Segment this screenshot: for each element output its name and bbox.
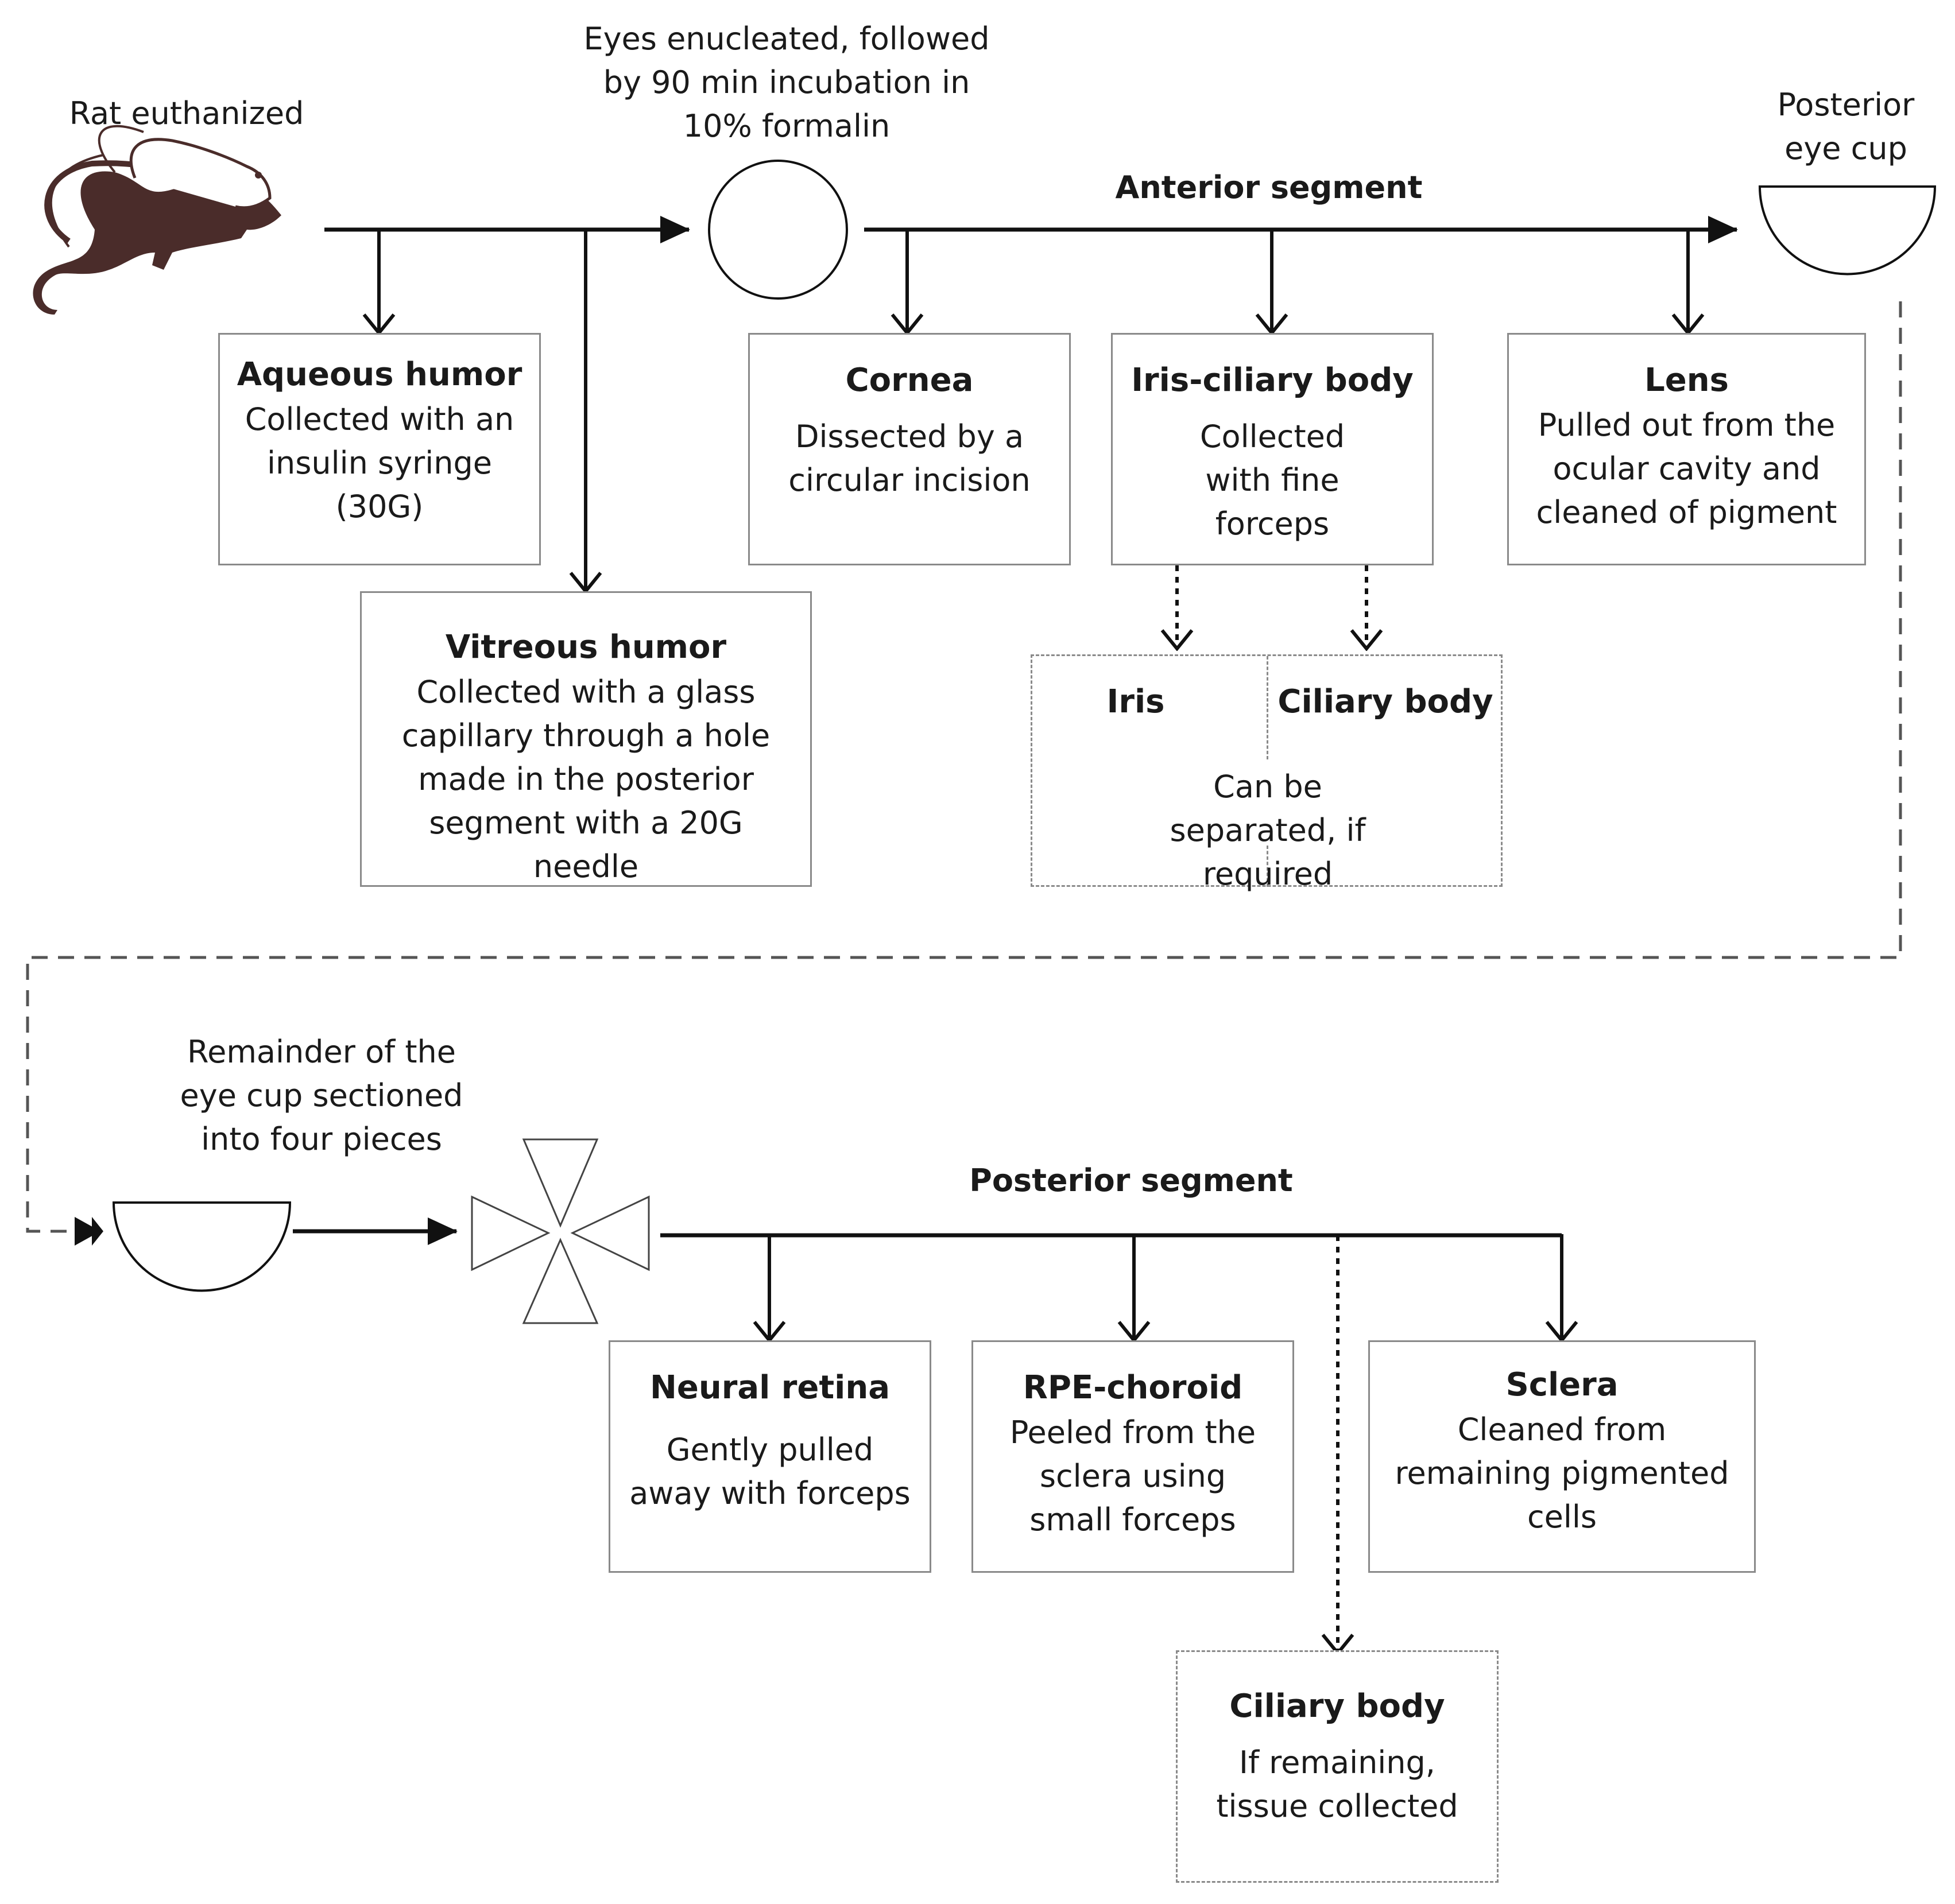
box-body: Collected with an insulin syringe (30G) [245, 401, 514, 525]
box-body: Cleaned from remaining pigmented cells [1395, 1411, 1729, 1535]
separation-divider-bottom [1267, 846, 1268, 887]
box-body: Dissected by a circular incision [788, 418, 1031, 498]
separation-box: Iris Ciliary body Can be separated, if r… [1031, 654, 1503, 892]
box-body: Peeled from the sclera using small force… [1009, 1414, 1256, 1538]
eye-icon [708, 160, 848, 300]
ciliary-body-title: Ciliary body [1277, 683, 1493, 720]
box-title: RPE-choroid [1023, 1369, 1243, 1406]
box-title: Sclera [1505, 1366, 1619, 1403]
box-body: Collected with fine forceps [1199, 418, 1345, 542]
rat-illustration [33, 125, 282, 315]
box-title: Neural retina [649, 1369, 891, 1406]
ciliary-body-remaining-box: Ciliary body If remaining, tissue collec… [1176, 1650, 1499, 1883]
box-title: Ciliary body [1229, 1688, 1445, 1725]
box-body: Collected with a glass capillary through… [401, 674, 771, 885]
sclera-box: Sclera Cleaned from remaining pigmented … [1368, 1340, 1756, 1573]
rat-label: Rat euthanized [69, 95, 304, 131]
iris-ciliary-box: Iris-ciliary body Collected with fine fo… [1111, 333, 1434, 565]
cornea-box: Cornea Dissected by a circular incision [748, 333, 1071, 565]
eye-cup-icon [112, 1201, 292, 1292]
box-title: Aqueous humor [237, 356, 522, 393]
box-body: If remaining, tissue collected [1216, 1744, 1458, 1824]
dashed-connector [26, 301, 1902, 1233]
box-title: Cornea [845, 362, 974, 399]
posterior-segment-title: Posterior segment [969, 1162, 1293, 1199]
box-title: Vitreous humor [445, 629, 727, 666]
eyes-label: Eyes enucleated, followed by 90 min incu… [583, 21, 990, 144]
box-body: Pulled out from the ocular cavity and cl… [1536, 407, 1837, 530]
box-title: Lens [1644, 362, 1729, 399]
vitreous-humor-box: Vitreous humor Collected with a glass ca… [360, 591, 812, 887]
iris-title: Iris [1106, 683, 1165, 720]
posterior-cup-label: Posterior eye cup [1777, 87, 1915, 166]
neural-retina-box: Neural retina Gently pulled away with fo… [609, 1340, 931, 1573]
box-title: Iris-ciliary body [1131, 362, 1414, 399]
lens-box: Lens Pulled out from the ocular cavity a… [1507, 333, 1866, 565]
rpe-choroid-box: RPE-choroid Peeled from the sclera using… [971, 1340, 1294, 1573]
aqueous-humor-box: Aqueous humor Collected with an insulin … [218, 333, 541, 565]
separation-body: Can be separated, if required [1170, 769, 1366, 892]
four-pieces-icon [471, 1138, 650, 1324]
remainder-label: Remainder of the eye cup sectioned into … [180, 1034, 463, 1157]
posterior-eye-cup-icon [1758, 185, 1937, 276]
anterior-segment-title: Anterior segment [1115, 169, 1423, 205]
separation-divider-top [1267, 656, 1268, 759]
box-body: Gently pulled away with forceps [629, 1432, 911, 1511]
